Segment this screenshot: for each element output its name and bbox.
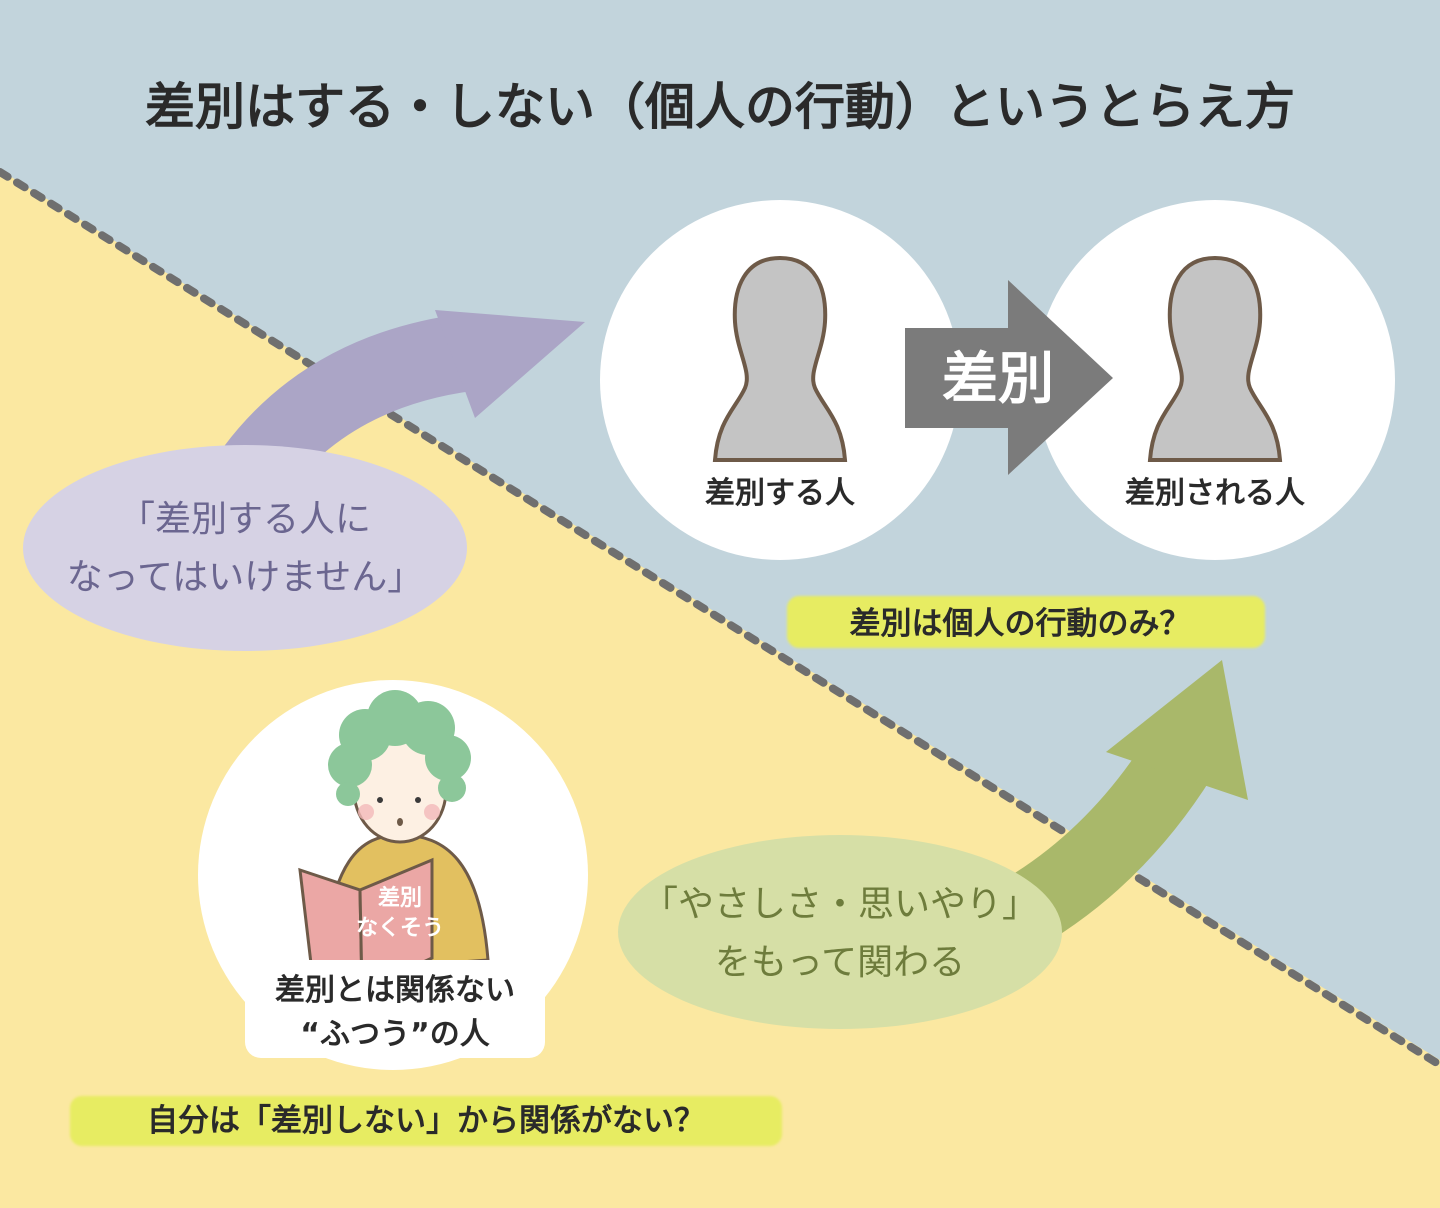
purple-bubble: 「差別する人に なってはいけません」 xyxy=(23,445,467,651)
label-backdrop xyxy=(245,960,545,1058)
green-bubble: 「やさしさ・思いやり」 をもって関わる xyxy=(618,835,1062,1029)
page-title: 差別はする・しない（個人の行動）というとらえ方 xyxy=(145,78,1295,136)
book-title-line1: 差別 xyxy=(378,885,422,911)
highlight-marker xyxy=(70,1096,782,1146)
purple-bubble-line2: なってはいけません」 xyxy=(67,557,423,598)
eye-right xyxy=(415,797,421,803)
highlight-marker xyxy=(787,596,1265,648)
discrimination-arrow: 差別 xyxy=(905,280,1113,475)
eye-left xyxy=(377,797,383,803)
divider-dotted-line xyxy=(0,168,1440,1069)
silhouette-icon xyxy=(712,255,848,462)
person-right-label: 差別される人 xyxy=(1125,476,1305,511)
lower-question-text: 自分は「差別しない」から関係がない？ xyxy=(147,1103,705,1139)
ordinary-person: 差別 なくそう 差別とは関係ない “ふつう”の人 xyxy=(198,680,588,1070)
upper-question-text: 差別は個人の行動のみ？ xyxy=(850,606,1191,642)
person-who-discriminates: 差別する人 xyxy=(600,200,960,560)
person-left-label: 差別する人 xyxy=(705,476,855,511)
upper-question: 差別は個人の行動のみ？ xyxy=(787,596,1265,648)
cheek-right xyxy=(424,804,440,820)
mouth xyxy=(397,818,403,826)
discrimination-arrow-label: 差別 xyxy=(942,347,1054,412)
silhouette-icon xyxy=(1147,255,1283,462)
lower-question: 自分は「差別しない」から関係がない？ xyxy=(70,1096,782,1146)
ordinary-person-label-line1: 差別とは関係ない xyxy=(275,973,515,1008)
ordinary-person-label-line2: “ふつう”の人 xyxy=(300,1017,489,1052)
cheek-left xyxy=(358,804,374,820)
green-bubble-line1: 「やさしさ・思いやり」 xyxy=(642,884,1038,925)
person-discriminated-against: 差別される人 xyxy=(1035,200,1395,560)
book-title-line2: なくそう xyxy=(356,916,444,941)
hair xyxy=(328,690,471,806)
purple-curved-arrow xyxy=(223,310,585,494)
green-bubble-line2: をもって関わる xyxy=(715,942,965,983)
purple-bubble-line1: 「差別する人に xyxy=(119,499,371,540)
